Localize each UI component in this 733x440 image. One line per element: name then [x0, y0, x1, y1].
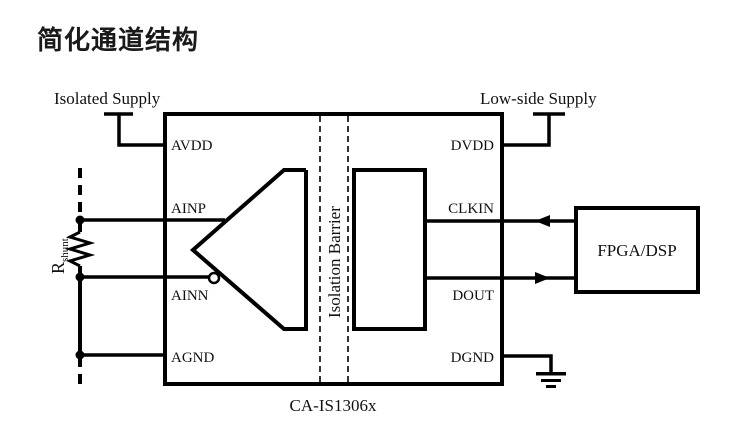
junction-dot-ainn [75, 272, 85, 282]
dout-wire [425, 272, 575, 284]
isolated-supply-label: Isolated Supply [54, 89, 161, 108]
clkin-wire [425, 215, 575, 227]
junction-dot-ainp [75, 215, 85, 225]
fpga-dsp-block [574, 206, 700, 294]
low-side-supply-label: Low-side Supply [480, 89, 597, 108]
input-wires [80, 218, 225, 357]
digital-interface-block [352, 168, 427, 331]
ground-icon [536, 372, 566, 388]
dgnd-wire [502, 354, 553, 374]
rshunt-label: Rshunt [48, 238, 71, 274]
modulator-block [189, 168, 308, 331]
pin-ainn: AINN [171, 288, 209, 304]
clkin-arrow-icon [535, 215, 550, 227]
pin-dout: DOUT [452, 288, 494, 304]
low-side-supply-wire [502, 112, 565, 147]
pin-ainp: AINP [171, 201, 206, 217]
page-title: 简化通道结构 [37, 26, 200, 56]
chip-outline [163, 112, 504, 386]
pin-dvdd: DVDD [451, 138, 494, 154]
pin-dgnd: DGND [451, 350, 494, 366]
pin-agnd: AGND [171, 350, 214, 366]
dout-arrow-icon [535, 272, 550, 284]
chip-name-label: CA-IS1306x [290, 396, 377, 415]
isolated-supply-wire [104, 112, 165, 147]
pin-avdd: AVDD [171, 138, 213, 154]
junction-dot-agnd [75, 350, 85, 360]
fpga-dsp-label: FPGA/DSP [597, 241, 676, 260]
isolation-barrier-label: Isolation Barrier [325, 206, 344, 318]
pin-clkin: CLKIN [448, 201, 494, 217]
inverting-input-bubble [207, 271, 221, 285]
